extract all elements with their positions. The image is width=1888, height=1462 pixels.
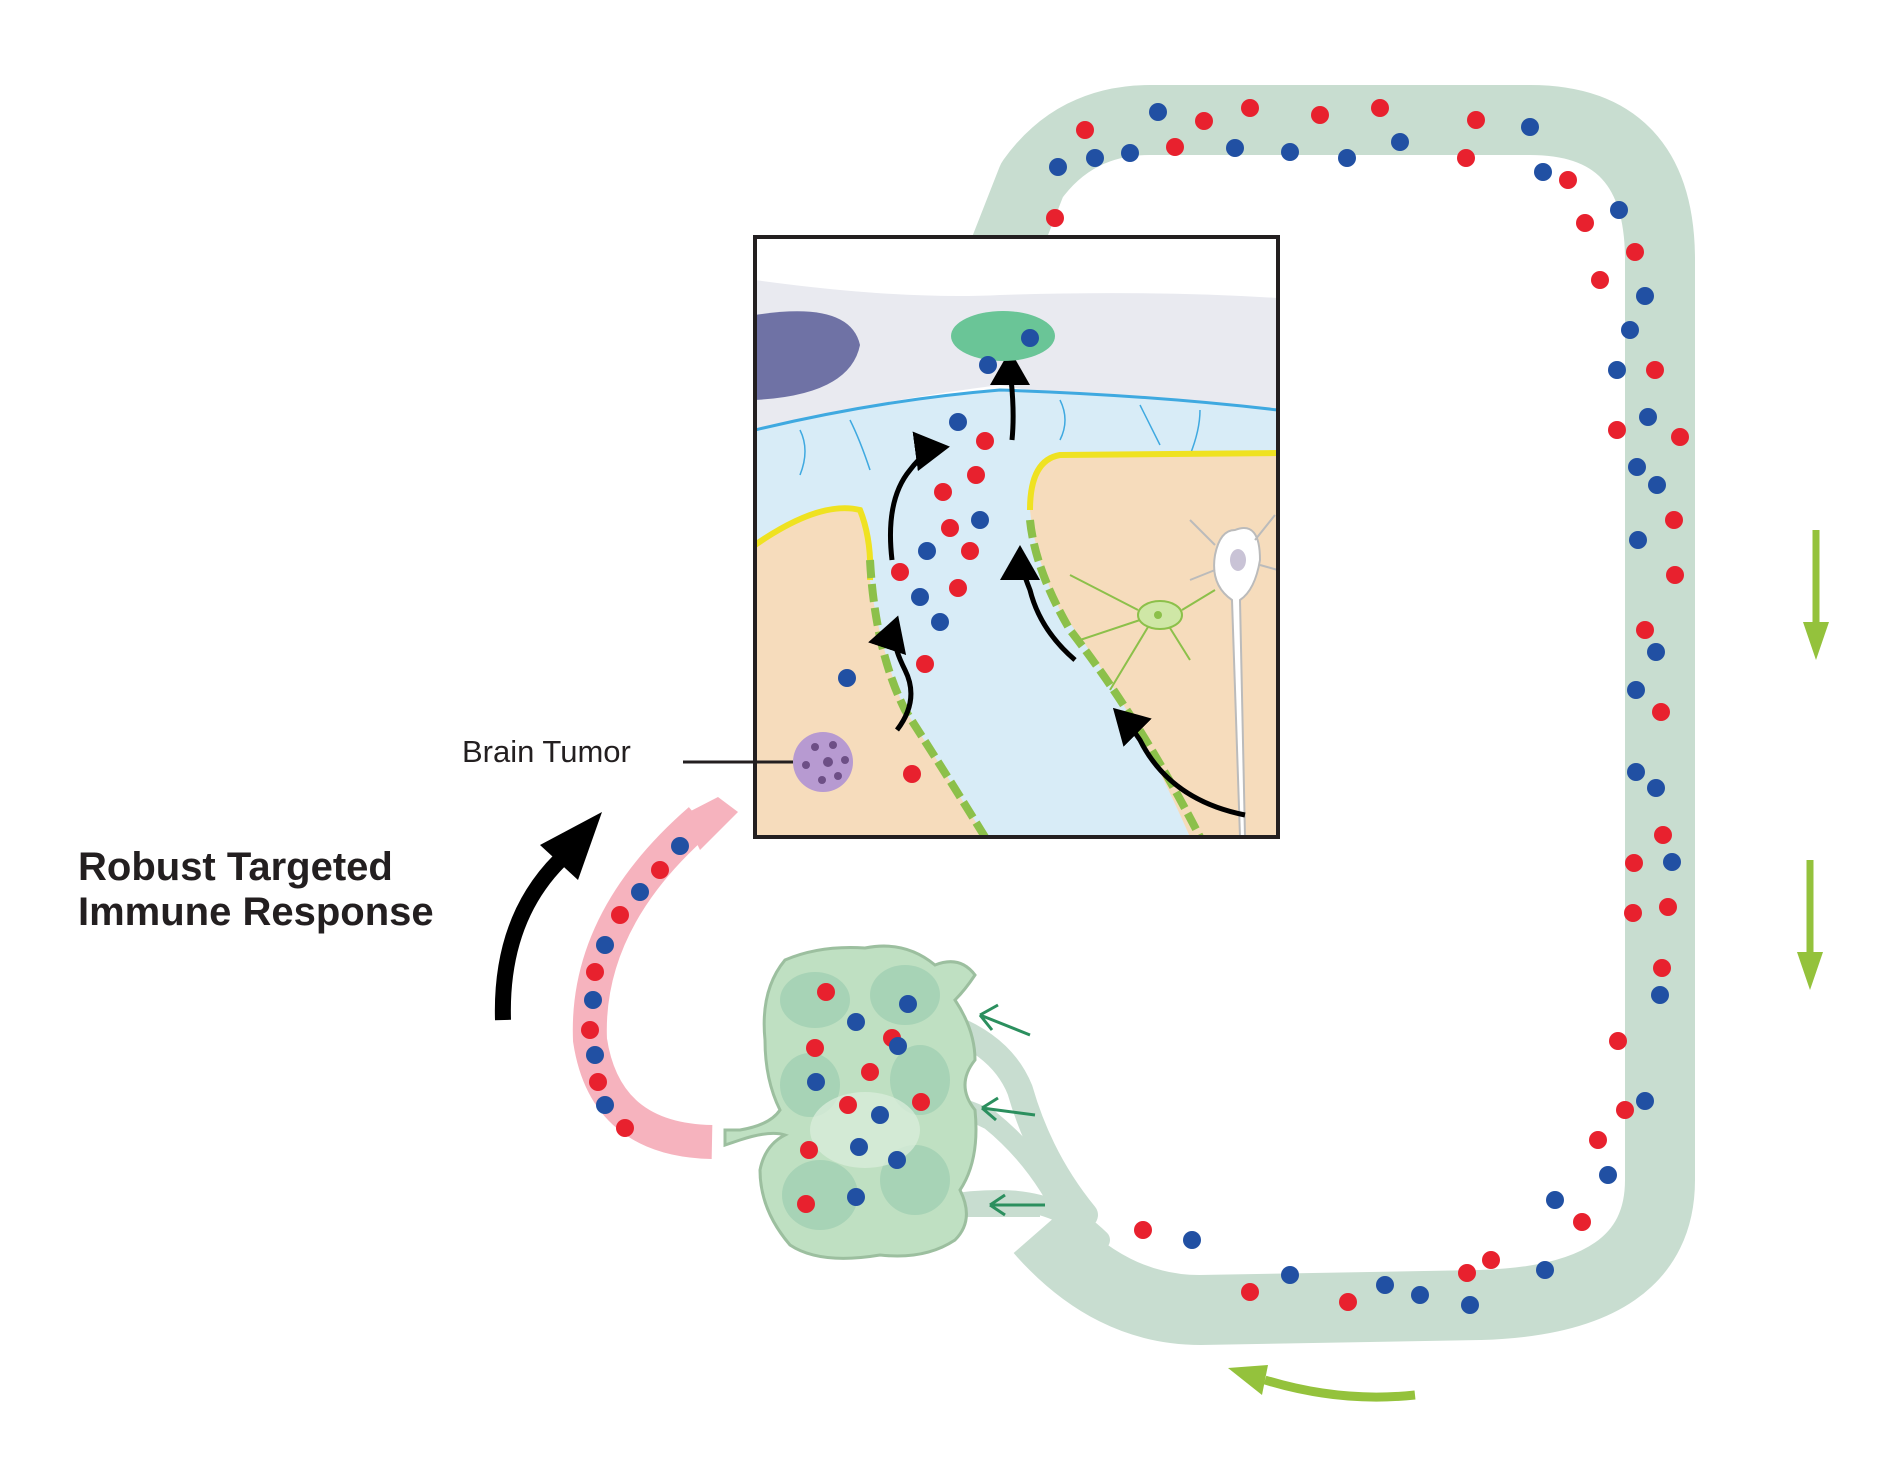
glial-cell-icon	[1069, 574, 1216, 691]
collecting-vessel-opening	[951, 311, 1055, 361]
black-arrow-icon	[494, 812, 602, 1021]
lymph-node	[723, 944, 978, 1260]
tumor-label: Brain Tumor	[462, 734, 631, 769]
response-label-line1: Robust Targeted	[78, 845, 393, 889]
neuron-icon	[1189, 514, 1278, 837]
drainage-arrows	[868, 350, 1246, 818]
efferent-vessel	[572, 807, 713, 1159]
brain-inset-frame	[753, 235, 1280, 839]
efferent-cells	[581, 837, 689, 1137]
lymphatic-vessel	[952, 85, 1695, 1345]
response-label-line2: Immune Response	[78, 890, 434, 934]
green-flow-arrow-icon	[1228, 530, 1829, 1402]
brain-inset	[755, 237, 1278, 837]
dural-sinus	[755, 311, 860, 400]
tumor-cell-icon	[793, 732, 853, 792]
afferent-arrow-icon	[978, 1003, 1045, 1217]
